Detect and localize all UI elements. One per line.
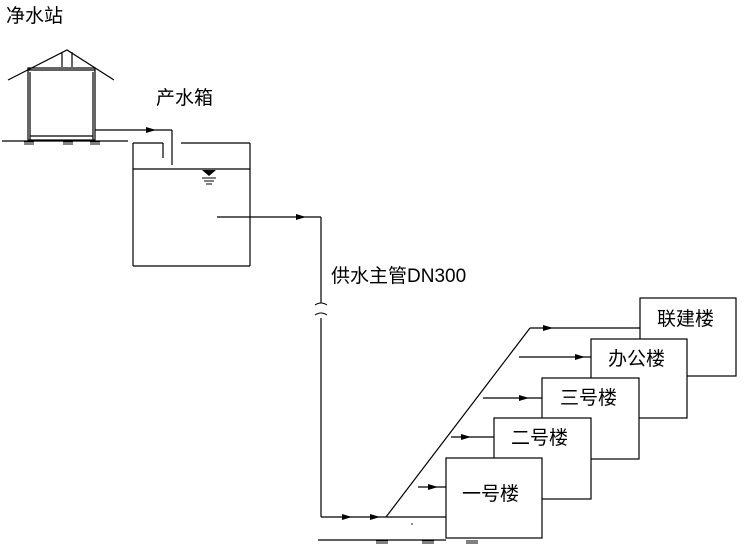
building-label-1: 一号楼 [462, 483, 519, 505]
station-wall [27, 67, 96, 141]
building-box-5 [639, 297, 737, 377]
branch-network [385, 325, 640, 518]
station-house [2, 49, 128, 145]
bottom-ground [318, 539, 478, 544]
main-supply-pipe [217, 214, 446, 525]
building-label-2: 二号楼 [511, 427, 568, 449]
station-roof [7, 49, 115, 81]
inlet-pipe [95, 127, 173, 165]
building-label-5: 联建楼 [657, 308, 714, 330]
pipe-break-symbol [314, 302, 328, 306]
label-tank: 产水箱 [156, 87, 213, 109]
diagonal-riser [385, 327, 531, 518]
water-level-symbol [202, 170, 216, 185]
ground-hatch [24, 141, 100, 145]
label-station: 净水站 [6, 5, 63, 27]
label-main-pipe: 供水主管DN300 [331, 265, 466, 287]
building-label-4: 办公楼 [608, 348, 665, 370]
product-water-tank [132, 142, 251, 267]
building-box-1 [445, 457, 543, 539]
building-label-3: 三号楼 [560, 387, 617, 409]
